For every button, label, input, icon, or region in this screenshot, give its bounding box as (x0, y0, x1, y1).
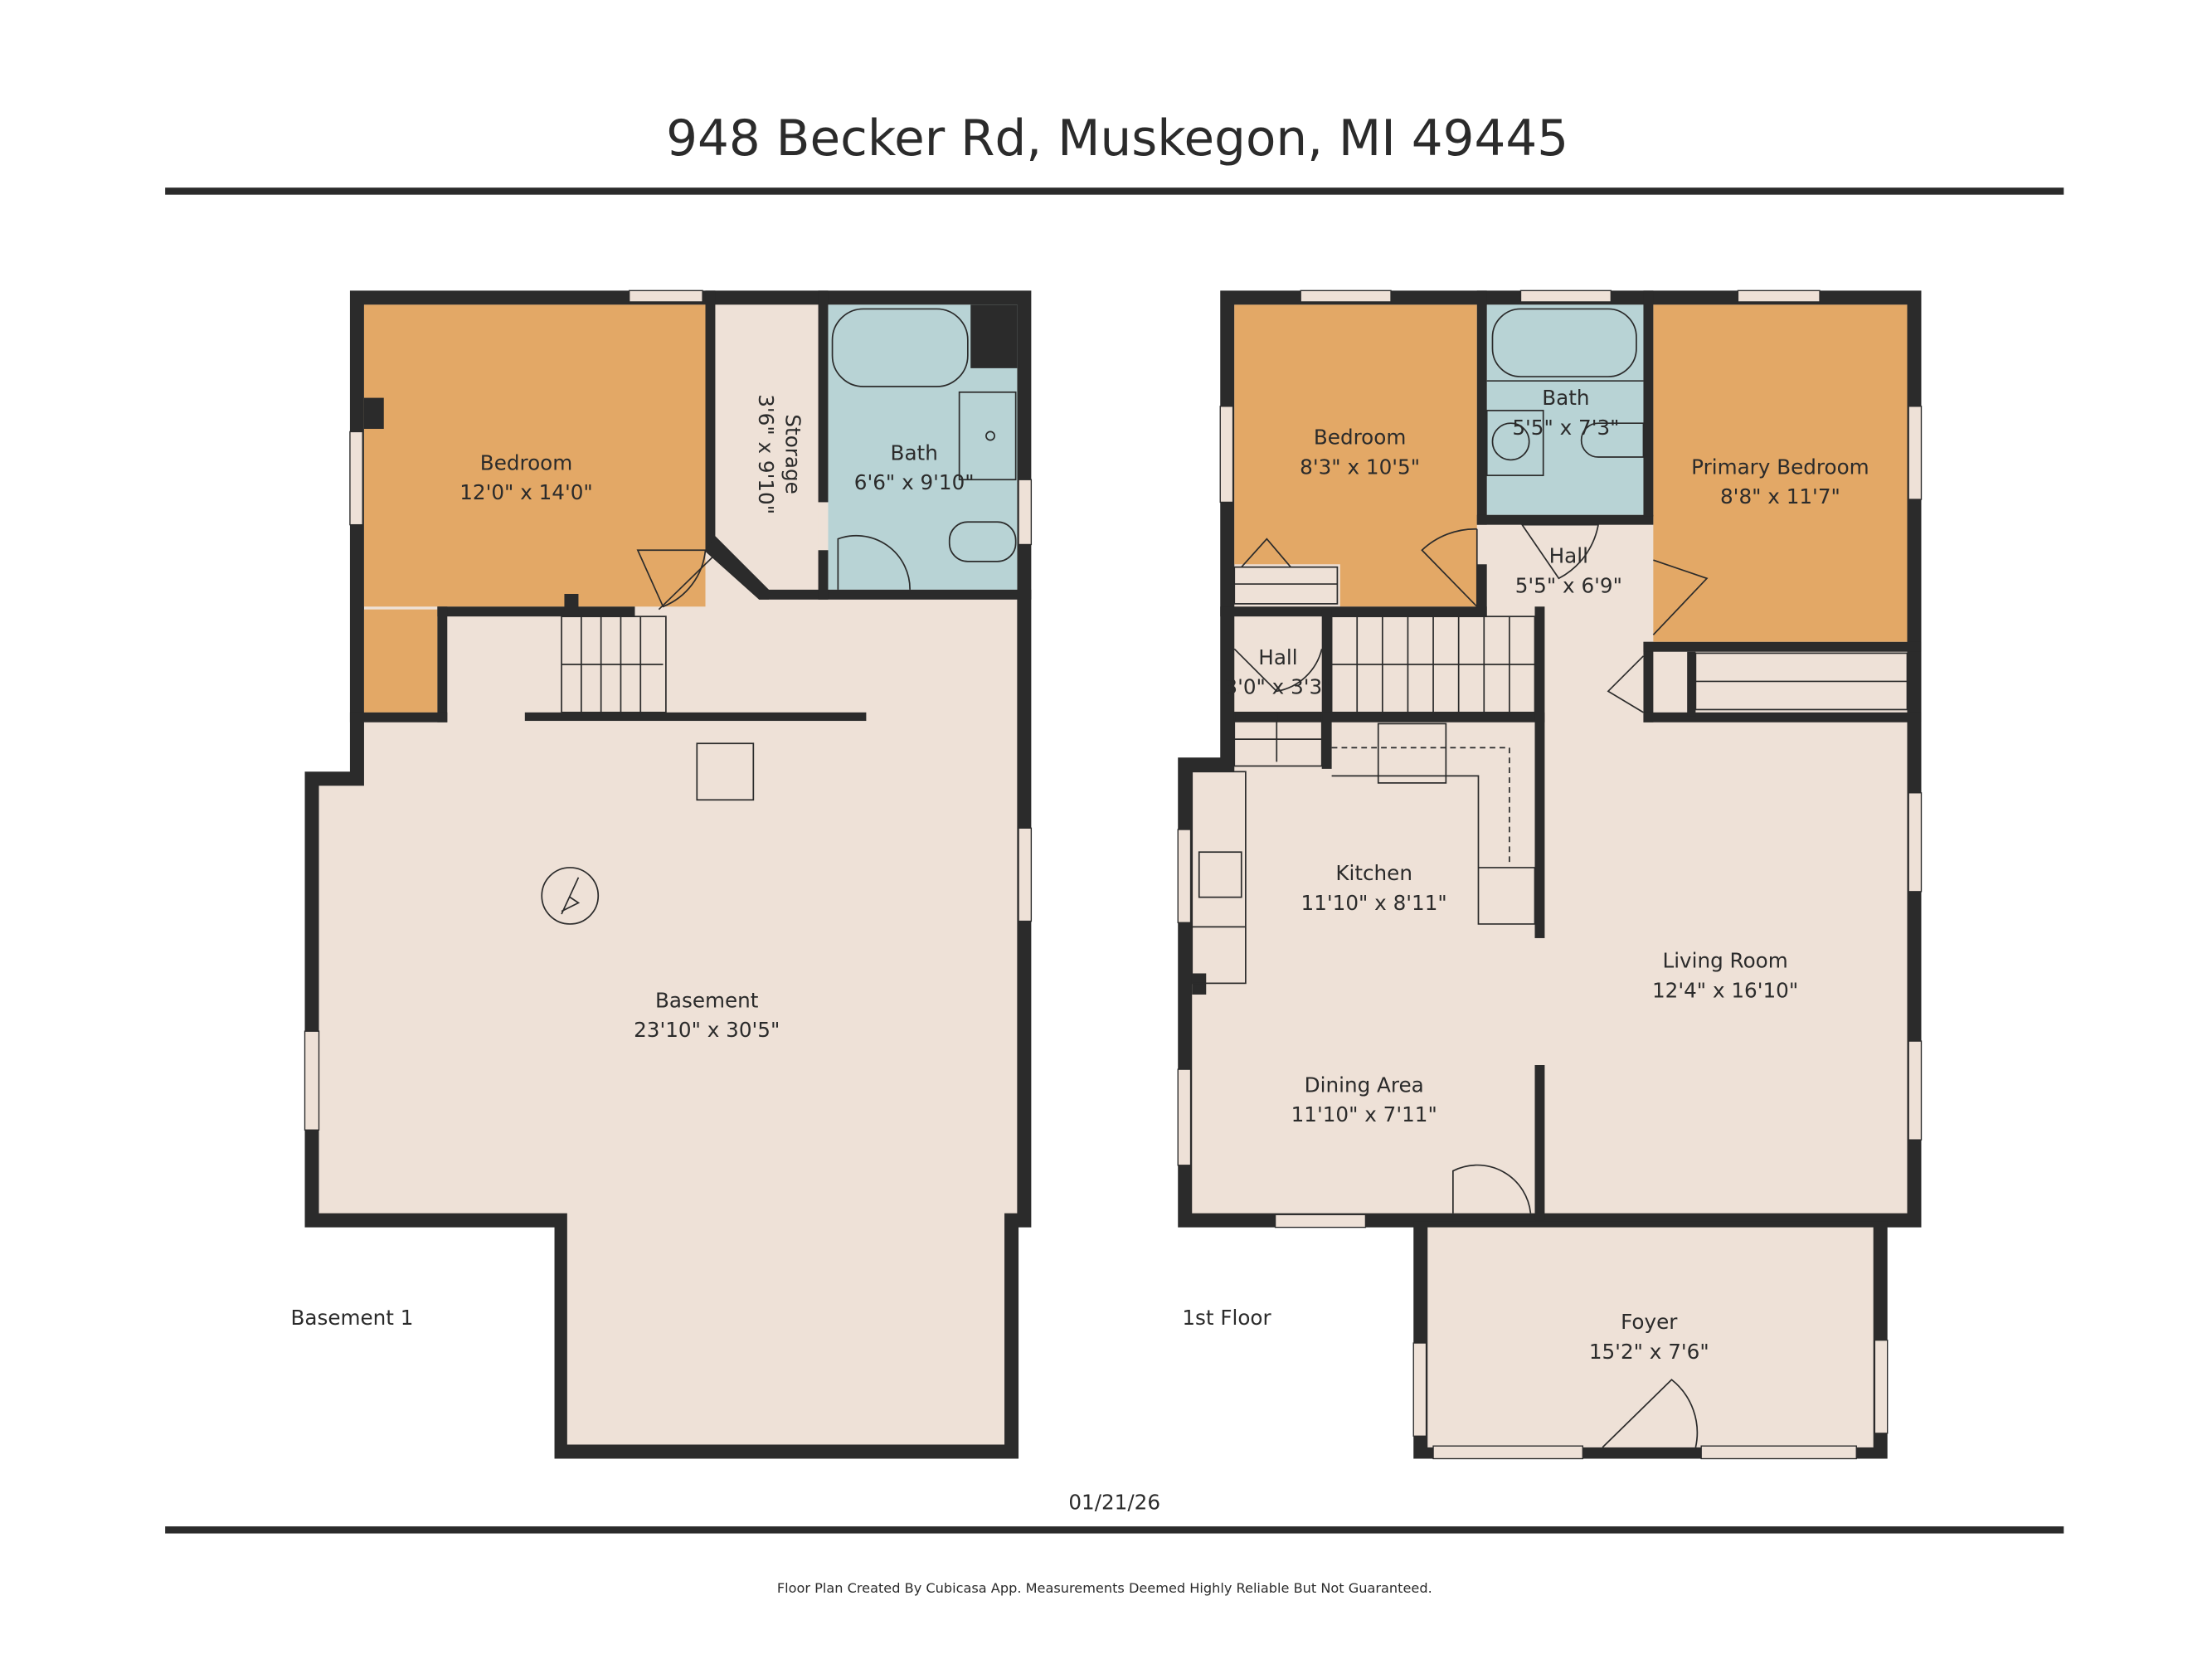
room-size: 11'10" x 8'11" (1301, 891, 1447, 915)
sink-icon (1485, 410, 1544, 476)
room-size: 5'5" x 7'3" (1512, 416, 1619, 440)
basement-bedroom-area (363, 304, 706, 607)
window (349, 431, 363, 526)
room-name: Bath (891, 440, 938, 465)
window (628, 289, 703, 303)
room-name: Bedroom (480, 450, 572, 474)
door-swing (837, 534, 911, 590)
toilet-icon (1580, 422, 1645, 458)
window (1018, 827, 1033, 922)
bottom-divider (165, 1526, 2064, 1534)
room-name: Storage (780, 414, 805, 494)
room-size: 15'2" x 7'6" (1589, 1340, 1709, 1364)
utility-box-icon (696, 742, 755, 801)
floor-label: 1st Floor (1182, 1306, 1271, 1330)
basement-plan: Bedroom 12'0" x 14'0" Storage 3'6" x 9'1… (291, 289, 1033, 1459)
basement-interior-walls (349, 290, 1032, 722)
floor-label: Basement 1 (291, 1306, 414, 1330)
room-name: Foyer (1621, 1310, 1678, 1334)
room-name: Basement (655, 988, 759, 1012)
bathtub-icon (831, 308, 969, 387)
water-heater-icon (541, 867, 600, 925)
room-name: Bedroom (1314, 426, 1406, 450)
sink-icon (958, 391, 1017, 481)
room-size: 23'10" x 30'5" (634, 1018, 780, 1042)
room-size: 3'6" x 9'10" (754, 394, 778, 514)
room-name: Bath (1542, 386, 1589, 410)
door-swing (636, 549, 707, 608)
window (304, 1030, 320, 1131)
primary-bedroom-area (1653, 304, 1908, 642)
lightning-icon (561, 877, 581, 915)
footer-disclaimer: Floor Plan Created By Cubicasa App. Meas… (777, 1580, 1432, 1596)
room-name: Kitchen (1335, 861, 1412, 885)
bedroom-area (1234, 304, 1477, 607)
bathtub-icon (1491, 308, 1637, 377)
room-size: 8'8" x 11'7" (1720, 484, 1840, 508)
door-swings (1233, 523, 1709, 1448)
first-floor-stairs (1233, 615, 1536, 767)
foyer-floor (1427, 1227, 1874, 1447)
storage-area (715, 304, 819, 590)
page-title: 948 Becker Rd, Muskegon, MI 49445 (666, 110, 1568, 168)
room-name: Hall (1258, 645, 1297, 669)
room-size: 8'3" x 10'5" (1300, 455, 1420, 479)
first-floor-interior-walls (1192, 290, 1922, 1221)
kitchen-fixtures (1191, 722, 1536, 985)
room-size: 12'0" x 14'0" (459, 480, 593, 504)
room-size: 3'0" x 3'3" (1224, 675, 1331, 699)
sink-icon (1198, 851, 1242, 898)
top-divider (165, 187, 2064, 195)
room-size: 6'6" x 9'10" (854, 470, 975, 494)
toilet-icon (948, 521, 1017, 562)
stove-icon (1377, 722, 1447, 784)
windows (1177, 289, 1923, 1460)
window (1018, 479, 1033, 546)
room-size: 12'4" x 16'10" (1652, 978, 1798, 1002)
first-floor-plan: Bedroom 8'3" x 10'5" Bath 5'5" x 7'3" Pr… (1177, 289, 1923, 1460)
door (658, 557, 713, 611)
room-name: Dining Area (1305, 1073, 1424, 1097)
room-name: Hall (1549, 544, 1588, 568)
date-label: 01/21/26 (1068, 1491, 1160, 1515)
room-name: Primary Bedroom (1691, 455, 1869, 479)
basement-bedroom-closet (363, 609, 438, 713)
closets (1233, 538, 1908, 711)
sink-drain-icon (985, 431, 995, 441)
room-size: 5'5" x 6'9" (1515, 573, 1622, 597)
room-size: 11'10" x 7'11" (1291, 1102, 1437, 1126)
room-name: Living Room (1662, 949, 1787, 973)
basement-stairs (561, 615, 667, 713)
